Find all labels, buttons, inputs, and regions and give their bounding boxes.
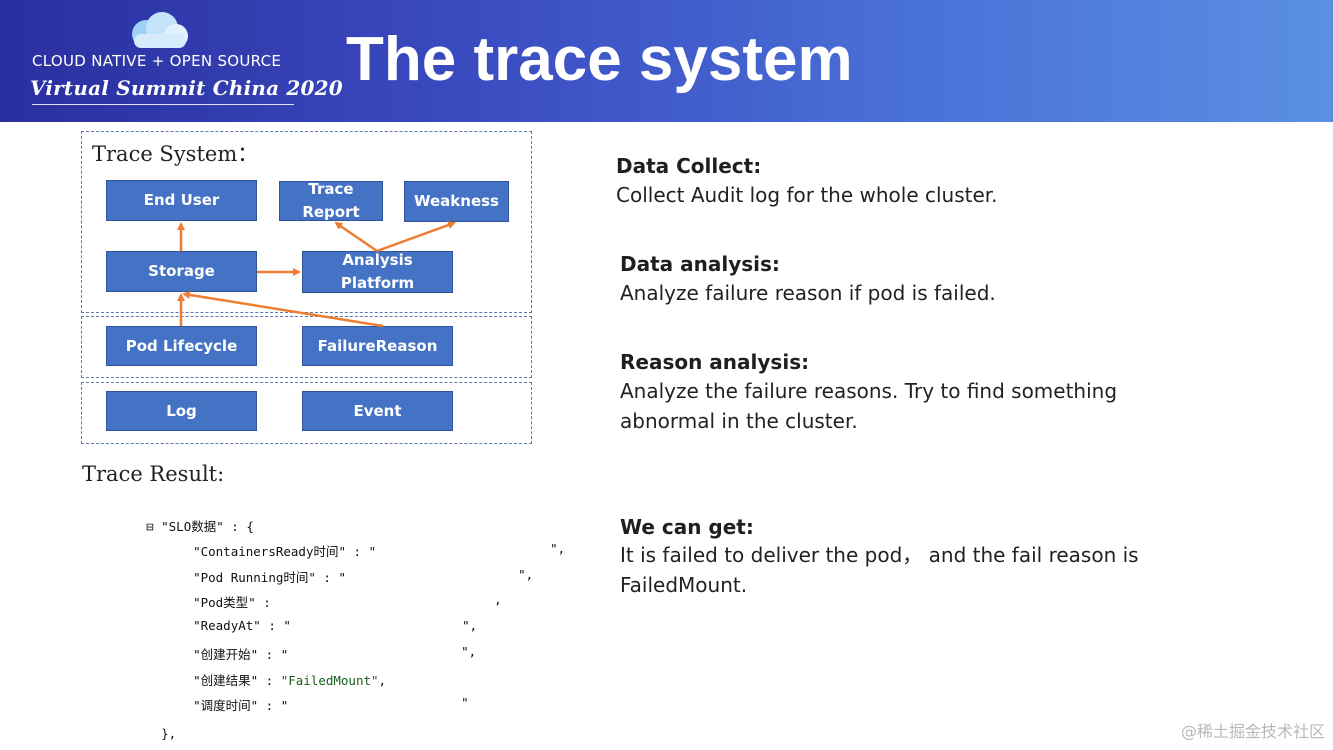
- group-middle-layer: [81, 316, 532, 378]
- section-reason-analysis-title: Reason analysis:: [620, 350, 810, 374]
- json-line-1-end: ",: [535, 526, 565, 556]
- json-end-pod-running: ",: [518, 567, 534, 582]
- section-data-analysis-title: Data analysis:: [620, 252, 780, 276]
- node-analysis-platform: Analysis Platform: [302, 251, 453, 293]
- node-pod-lifecycle-label: Pod Lifecycle: [125, 336, 238, 355]
- json-line-5-end: ",: [446, 629, 476, 659]
- json-open: ⊟ "SLO数据" : {: [146, 519, 254, 534]
- slide-title: The trace system: [346, 25, 853, 94]
- json-line-7-end: ": [446, 680, 469, 710]
- node-event: Event: [302, 391, 453, 431]
- event-divider: [32, 104, 294, 105]
- node-end-user-label: End User: [143, 191, 220, 209]
- arrow-analysis-to-trace-report: [334, 221, 378, 253]
- json-line-8: },: [146, 711, 176, 741]
- diagram-title: Trace System：: [92, 142, 259, 166]
- json-line-2: "Pod Running时间" : ": [178, 552, 346, 586]
- json-key-ready-at: "ReadyAt" : ": [193, 618, 291, 633]
- json-line-1: "ContainersReady时间" : ": [178, 526, 376, 560]
- json-end-pod-type: ,: [494, 592, 502, 607]
- json-key-pod-type: "Pod类型" :: [193, 595, 279, 610]
- json-key-containers-ready: "ContainersReady时间" : ": [193, 544, 377, 559]
- json-end-create-result: ,: [378, 673, 387, 688]
- section-data-collect-title: Data Collect:: [616, 154, 762, 178]
- node-storage: Storage: [106, 251, 257, 292]
- section-we-can-get-body: It is failed to deliver the pod， and the…: [620, 543, 1139, 597]
- node-event-label: Event: [353, 401, 402, 420]
- node-failure-reason: FailureReason: [302, 326, 453, 366]
- json-line-4: "ReadyAt" : ": [178, 603, 291, 633]
- cloud-logo-icon: [132, 12, 188, 48]
- json-line-3-end: ,: [479, 577, 502, 607]
- json-key-pod-running: "Pod Running时间" : ": [193, 570, 346, 585]
- node-trace-report-label-1: Trace: [308, 180, 354, 198]
- event-subtitle: Virtual Summit China 2020: [30, 76, 343, 100]
- section-reason-analysis-body: Analyze the failure reasons. Try to find…: [620, 379, 1118, 433]
- group-data-source: [81, 382, 532, 444]
- json-end-create-start: ",: [461, 644, 477, 659]
- trace-result-title: Trace Result:: [82, 462, 225, 486]
- section-data-collect-body: Collect Audit log for the whole cluster.: [616, 183, 998, 207]
- node-analysis-label-1: Analysis: [342, 251, 413, 269]
- json-key-create-result: "创建结果" :: [193, 673, 281, 688]
- node-pod-lifecycle: Pod Lifecycle: [106, 326, 257, 366]
- node-log: Log: [106, 391, 257, 431]
- json-line-5: "创建开始" : ": [178, 629, 288, 663]
- json-line-7: "调度时间" : ": [178, 680, 288, 714]
- watermark: @稀土掘金技术社区: [1180, 722, 1325, 741]
- section-data-analysis-body: Analyze failure reason if pod is failed.: [620, 281, 996, 305]
- json-value-create-result: "FailedMount": [280, 673, 379, 688]
- node-trace-report-label-2: Report: [302, 203, 360, 221]
- json-end-schedule-time: ": [461, 695, 469, 710]
- node-failure-reason-label: FailureReason: [317, 336, 438, 355]
- json-line-6: "创建结果" : "FailedMount",: [178, 655, 386, 689]
- node-end-user: End User: [106, 180, 257, 221]
- node-storage-label: Storage: [148, 262, 215, 280]
- json-line-2-end: ",: [503, 552, 533, 582]
- json-line-3: "Pod类型" :: [178, 577, 278, 611]
- json-end-ready-at: ",: [462, 618, 478, 633]
- node-trace-report: Trace Report: [279, 180, 383, 221]
- json-line-0: ⊟ "SLO数据" : {: [131, 501, 254, 535]
- arrow-analysis-to-weakness: [376, 221, 456, 253]
- json-end-containers-ready: ",: [550, 541, 566, 556]
- json-key-create-start: "创建开始" : ": [193, 647, 289, 662]
- node-log-label: Log: [166, 401, 197, 420]
- json-close: },: [161, 726, 177, 741]
- json-line-4-end: ",: [447, 603, 477, 633]
- header-banner: CLOUD NATIVE + OPEN SOURCE Virtual Summi…: [0, 0, 1333, 122]
- node-weakness: Weakness: [404, 181, 509, 222]
- arrow-failure-reason-to-storage: [182, 291, 384, 328]
- node-weakness-label: Weakness: [414, 192, 499, 210]
- event-name: CLOUD NATIVE + OPEN SOURCE: [32, 52, 282, 70]
- section-we-can-get-title: We can get:: [620, 515, 754, 539]
- json-key-schedule-time: "调度时间" : ": [193, 698, 289, 713]
- node-analysis-label-2: Platform: [340, 274, 415, 292]
